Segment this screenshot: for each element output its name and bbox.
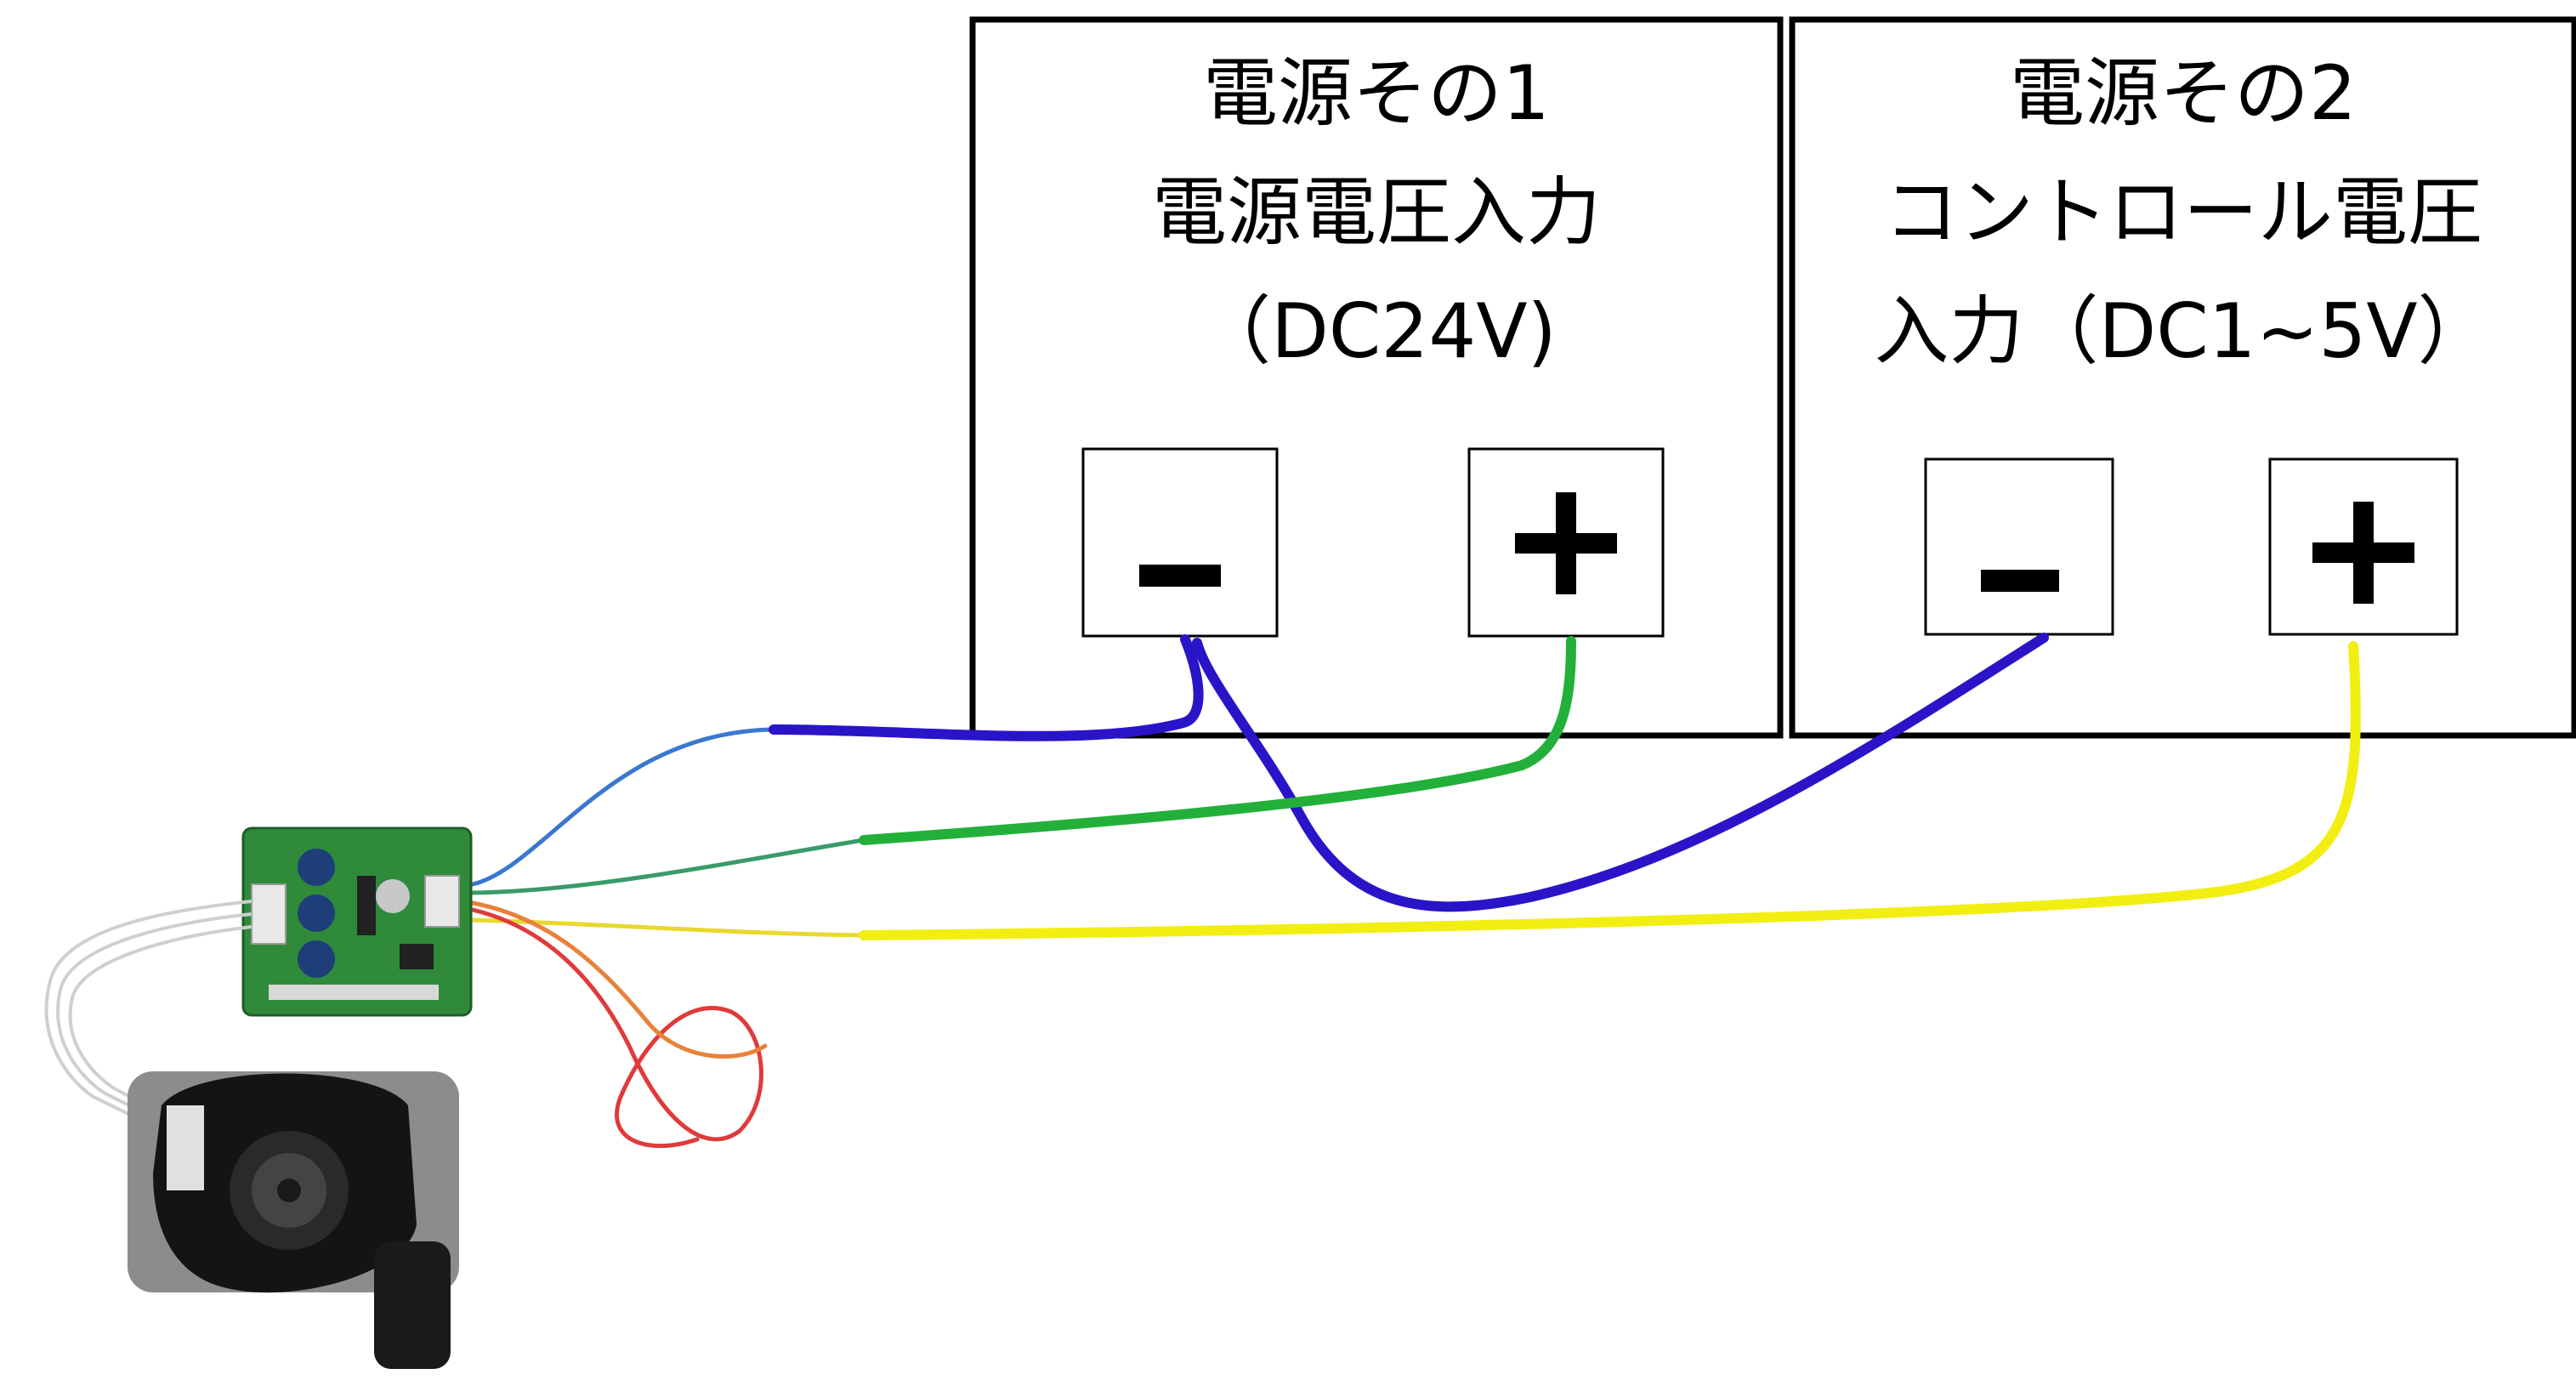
label-strip [269, 985, 439, 1000]
chip-icon [400, 944, 434, 969]
supply-2-plus-terminal[interactable] [2268, 457, 2459, 636]
supply-2-title: 電源その2 [2010, 49, 2357, 137]
supply-2-voltage: 入力（DC1~5V） [1874, 287, 2492, 375]
yellow-lead-thin [470, 917, 866, 938]
supply-1-voltage: （DC24V) [1196, 287, 1557, 375]
power-supply-2-box: 電源その2 コントロール電圧 入力（DC1~5V） [1789, 16, 2576, 739]
connector-icon [424, 875, 460, 928]
capacitor-icon [298, 849, 335, 886]
chip-icon [357, 876, 376, 935]
supply-2-minus-terminal[interactable] [1924, 457, 2114, 636]
power-supply-1-box: 電源その1 電源電圧入力 （DC24V) [969, 16, 1784, 739]
driver-board [241, 826, 473, 1017]
orange-lead [470, 900, 768, 1059]
green-wire-supply1-plus [859, 636, 1576, 845]
capacitor-icon [298, 894, 335, 932]
connector-icon [251, 883, 287, 945]
connector-icon [167, 1105, 204, 1190]
supply-1-title: 電源その1 [1203, 49, 1550, 137]
green-lead-thin [470, 838, 866, 895]
capacitor-icon [376, 879, 410, 913]
plus-sign-icon [1515, 492, 1617, 594]
plus-sign-icon [2312, 502, 2414, 604]
red-orange-leads [470, 907, 763, 1149]
blue-wire-supply1-minus [769, 634, 1204, 741]
capacitor-icon [298, 940, 335, 978]
blue-lead-thin [470, 727, 776, 887]
minus-sign-icon [1139, 565, 1221, 587]
minus-sign-icon [1981, 570, 2059, 592]
supply-1-subtitle: 電源電圧入力 [1152, 168, 1601, 256]
blower-fan [128, 1071, 459, 1369]
supply-1-plus-terminal[interactable] [1467, 447, 1665, 638]
blue-wire-supply2-minus [1192, 633, 2049, 912]
supply-2-subtitle: コントロール電圧 [1884, 168, 2482, 256]
supply-1-minus-terminal[interactable] [1081, 447, 1279, 638]
yellow-wire-supply2-plus [859, 641, 2361, 940]
wires [470, 633, 2361, 1149]
